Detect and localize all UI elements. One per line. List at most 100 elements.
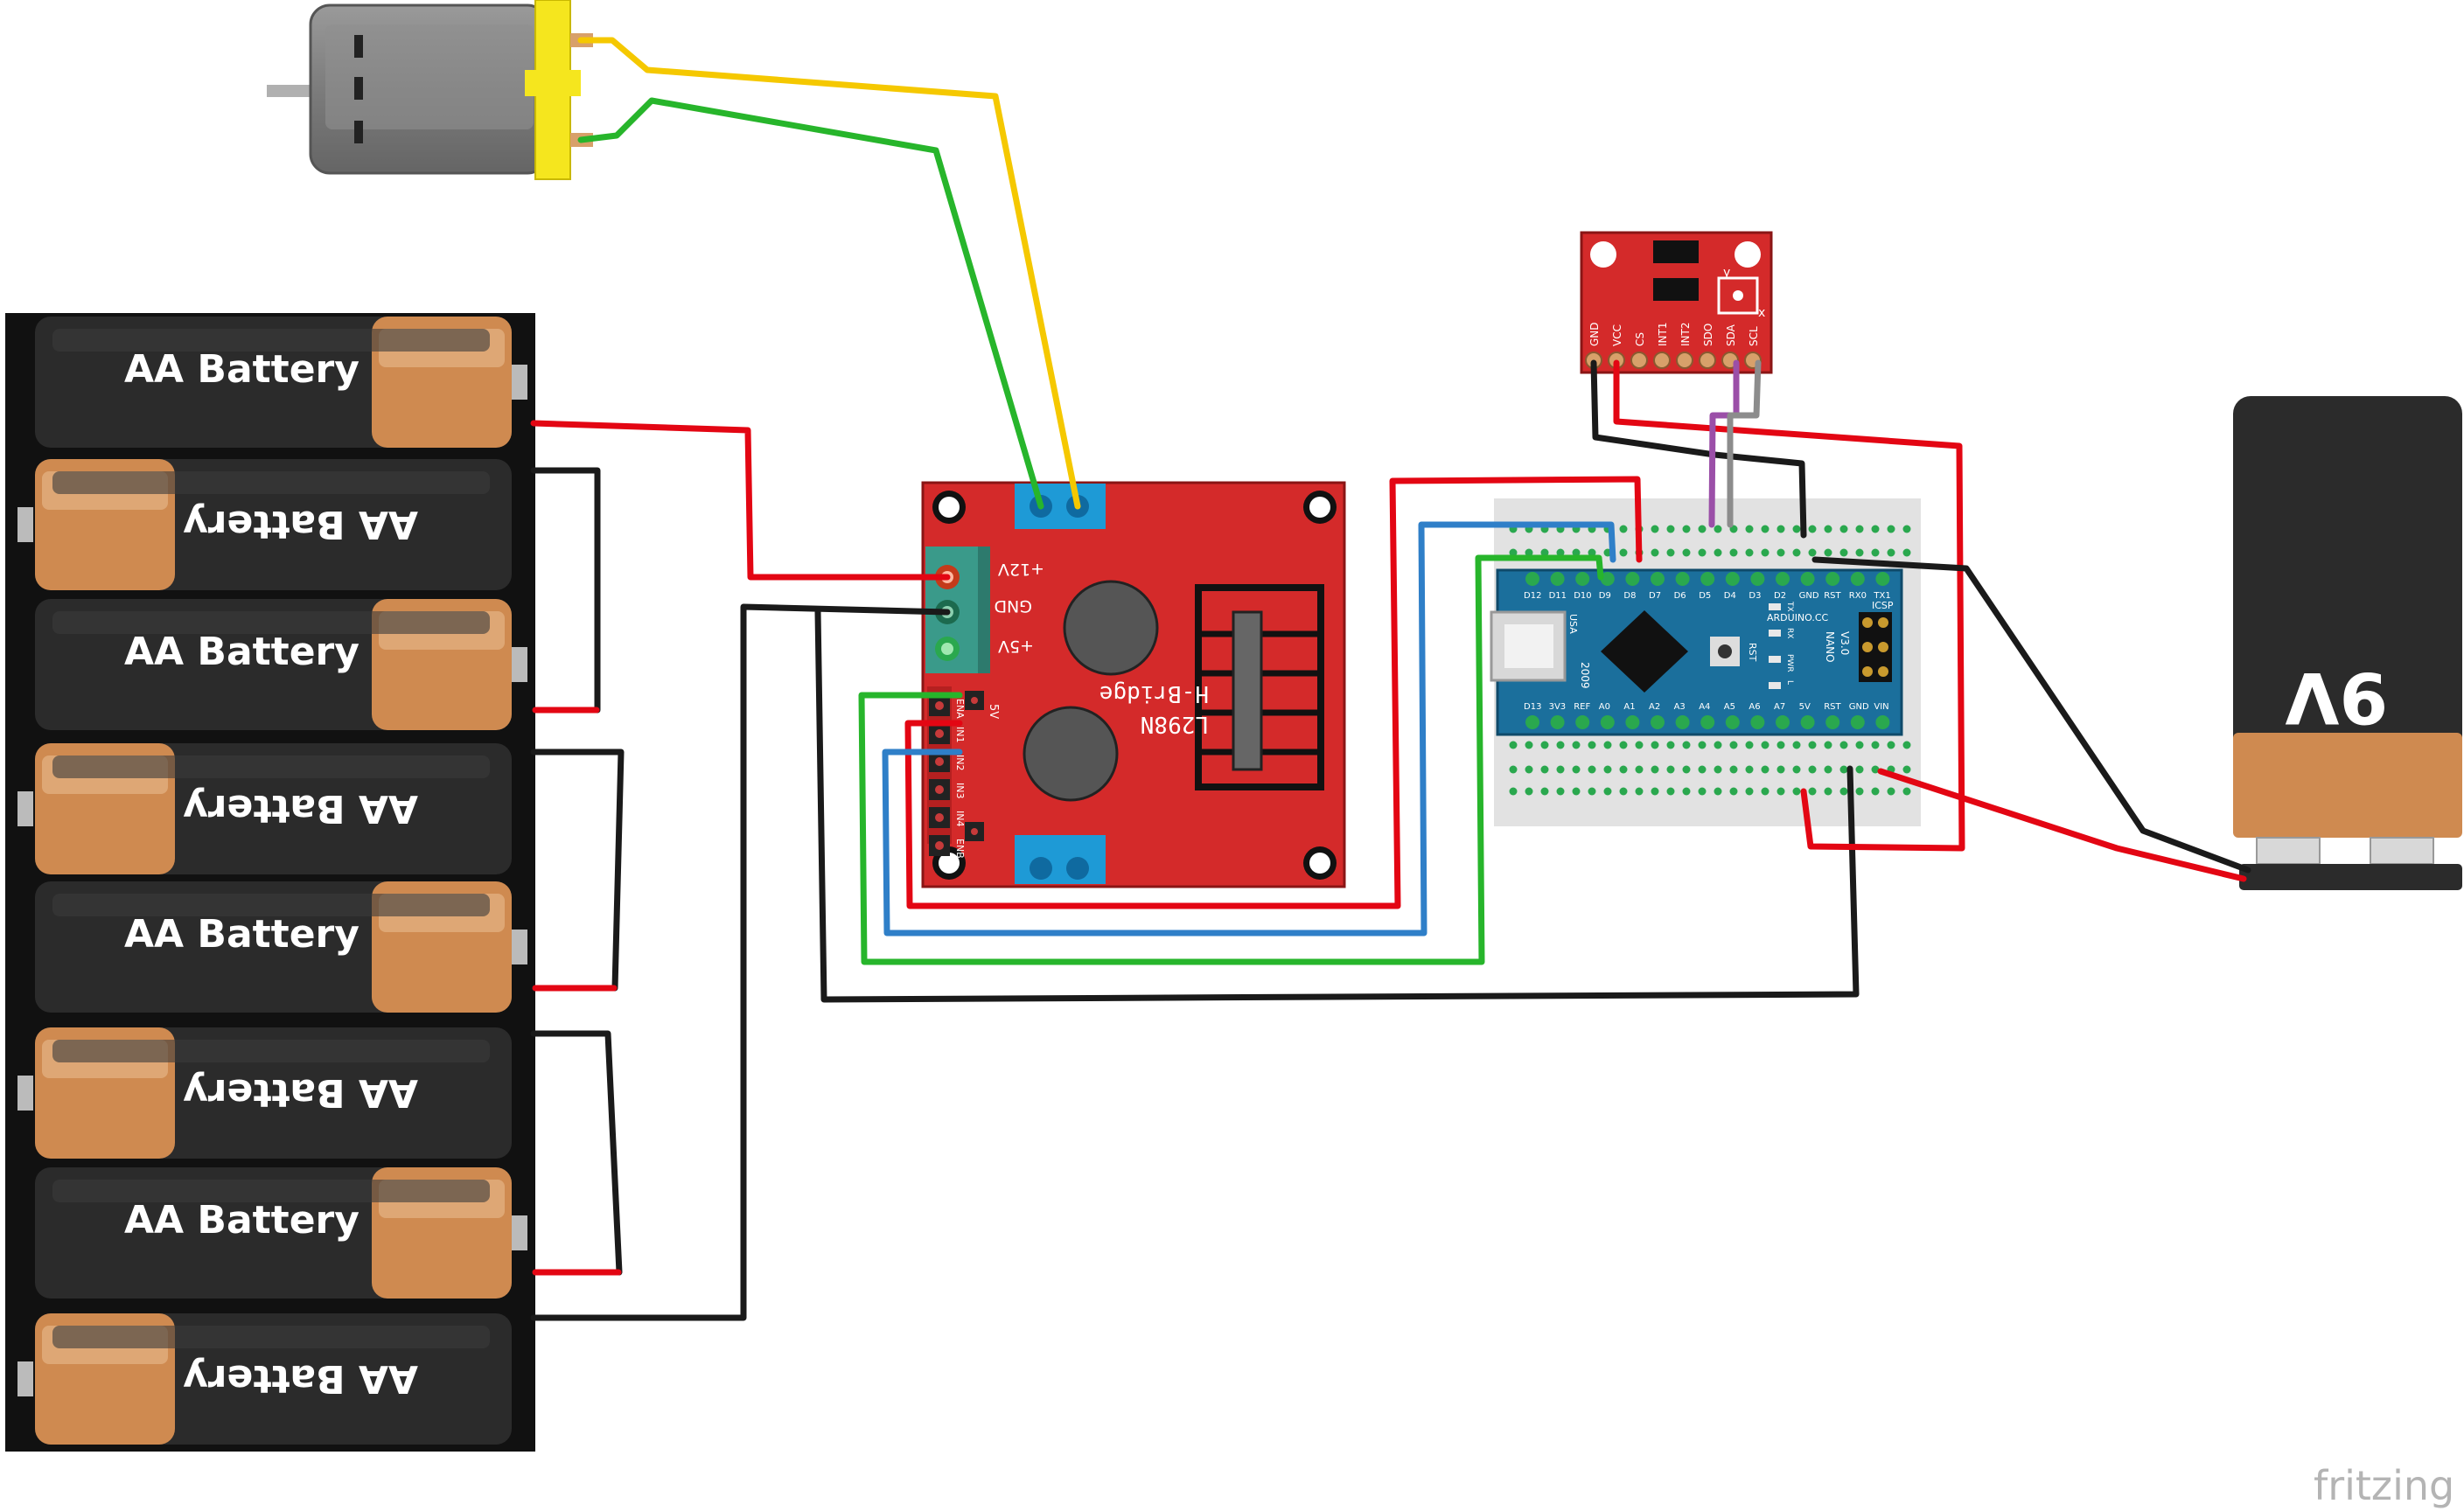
nano-pin-label: GND [1849,702,1869,712]
accel-pin-label: VCC [1611,324,1623,346]
nano-pin-label: RX0 [1849,591,1867,601]
nano-pin-label: D9 [1599,591,1611,601]
nano-pin-label: A1 [1623,702,1635,712]
nano-led [1769,682,1781,689]
aa-battery-label: AA Battery [183,786,418,831]
fritzing-watermark: fritzing [2314,1462,2454,1509]
nano-pin-top [1651,572,1665,586]
nano-pin-label: A2 [1649,702,1660,712]
wire-red-battery-12v [530,420,951,581]
nano-pin-bottom [1575,715,1590,729]
aa-battery-label: AA Battery [183,1356,418,1401]
nano-brand-label: ARDUINO.CC [1767,612,1829,623]
nano-led-label: TX [1785,601,1794,612]
battery-9v-label: 9V [2285,657,2388,738]
wire-red-ena [904,476,1643,909]
nano-rst-label: RST [1747,643,1758,662]
nano-pin-label: A5 [1724,702,1735,712]
nano-pin-label: D4 [1724,591,1736,601]
nano-pin-bottom [1776,715,1790,729]
wire-black-9v [1811,556,2251,874]
accel-pin-label: INT2 [1679,323,1692,346]
nano-pin-top [1625,572,1640,586]
accel-pin-label: SDA [1725,324,1737,346]
nano-pin-label: D3 [1749,591,1761,601]
aa-battery-label: AA Battery [124,630,359,674]
hbridge-header-label: ENB [954,839,966,859]
nano-pin-label: A3 [1674,702,1686,712]
wire-battery-link-1 [530,467,601,714]
nano-usa-label: USA [1567,614,1579,634]
aa-battery-cell: AA Battery [35,317,527,448]
nano-pin-label: RST [1824,591,1841,601]
aa-battery-cell: AA Battery [35,599,527,730]
nano-led-label: PWR [1785,654,1794,672]
nano-pin-label: A7 [1774,702,1785,712]
wire-black-gnd [530,603,951,1321]
nano-pin-bottom [1700,715,1715,729]
nano-pin-top [1525,572,1539,586]
accel-pin-label: CS [1634,332,1646,346]
battery-9v: 9V [2233,396,2462,890]
nano-pin-top [1675,572,1690,586]
nano-led-label: L [1785,680,1794,685]
accel-pin [1699,352,1716,369]
aa-battery-cell: AA Battery [17,459,512,590]
hbridge-header-label: IN4 [954,811,966,826]
nano-pin-bottom [1725,715,1740,729]
nano-pin-top [1700,572,1715,586]
accel-axis-x: x [1758,306,1765,320]
hbridge-label-gnd: GND [994,596,1032,616]
accel-pin [1630,352,1648,369]
nano-pin-label: D12 [1524,591,1541,601]
nano-pin-top [1850,572,1865,586]
nano-pin-top [1750,572,1765,586]
nano-pin-top [1800,572,1815,586]
accel-pin-label: SCL [1748,326,1760,346]
nano-pin-label: 5V [1799,702,1811,712]
hbridge-label-12v: +12V [998,560,1044,579]
nano-pin-label: D13 [1524,702,1541,712]
nano-version-label: V3.0 [1839,631,1851,655]
nano-pin-bottom [1625,715,1640,729]
hbridge-header-label: ENA [954,699,966,719]
nano-pin-label: VIN [1874,702,1888,712]
accel-pin-label: INT1 [1657,323,1669,346]
dc-motor [267,0,593,180]
aa-battery-cell: AA Battery [17,1027,512,1159]
accel-pin-label: GND [1588,322,1601,346]
accel-pin [1676,352,1693,369]
nano-pin-label: D10 [1574,591,1591,601]
nano-pin-label: RST [1824,702,1841,712]
hbridge-label-name: H-Bridge [1099,680,1209,707]
nano-pin-top [1550,572,1565,586]
aa-battery-label: AA Battery [183,502,418,547]
nano-pin-label: A4 [1699,702,1710,712]
nano-pin-label: D8 [1623,591,1636,601]
accel-pin-label: SDO [1702,324,1714,346]
hbridge-header-label: IN2 [954,755,966,770]
l298n-hbridge: +12V GND +5V H-Bridge L298N ENAIN1IN2IN3… [921,481,1346,888]
nano-pin-bottom [1651,715,1665,729]
nano-led [1769,656,1781,663]
aa-battery-label: AA Battery [183,1070,418,1115]
wire-battery-link-3 [530,1030,623,1276]
nano-pin-label: D11 [1549,591,1567,601]
aa-battery-cell: AA Battery [17,743,512,874]
hbridge-label-5v: +5V [998,637,1034,656]
nano-pin-label: D7 [1649,591,1661,601]
nano-pin-label: A0 [1599,702,1610,712]
nano-pin-label: D5 [1699,591,1711,601]
nano-pin-bottom [1525,715,1539,729]
wire-black-gnd-nano [814,609,1860,1003]
nano-pin-bottom [1825,715,1840,729]
nano-led-label: RX [1785,628,1794,638]
nano-pin-label: 3V3 [1549,702,1567,712]
nano-pin-label: A6 [1749,702,1760,712]
hbridge-header-label: IN3 [954,783,966,798]
nano-led [1769,603,1781,610]
nano-pin-top [1575,572,1590,586]
